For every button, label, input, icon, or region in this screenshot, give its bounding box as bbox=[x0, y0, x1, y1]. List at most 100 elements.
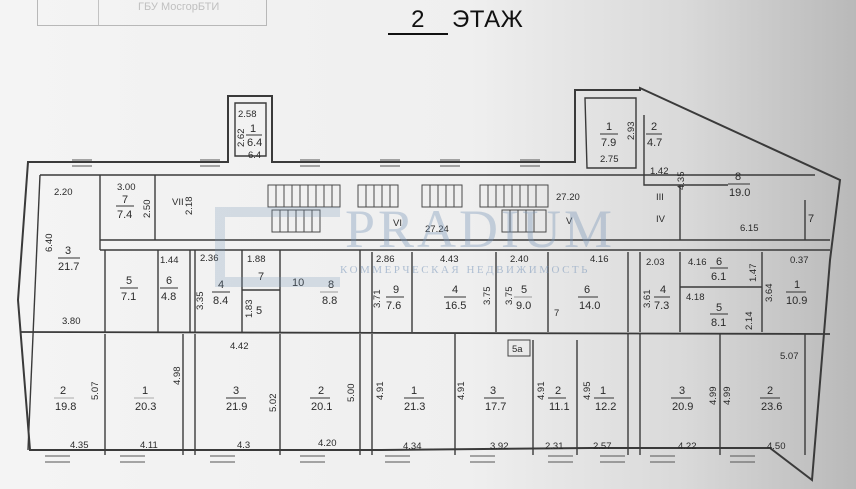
room-bot-3: 4.42 3 21.9 5.02 4.3 bbox=[226, 341, 279, 451]
svg-text:VII: VII bbox=[172, 197, 184, 208]
svg-text:6.40: 6.40 bbox=[44, 234, 55, 253]
svg-text:7.6: 7.6 bbox=[386, 300, 401, 312]
svg-text:20.1: 20.1 bbox=[311, 401, 332, 413]
room-c-5a: 5а bbox=[507, 339, 531, 357]
svg-text:5: 5 bbox=[716, 302, 722, 314]
svg-text:6: 6 bbox=[584, 284, 590, 296]
svg-text:21.3: 21.3 bbox=[404, 401, 425, 413]
svg-text:4.99: 4.99 bbox=[722, 387, 733, 406]
watermark-brand: PRADIUM bbox=[345, 199, 616, 259]
bti-stamp-box: ГБУ МосгорБТИ bbox=[37, 0, 267, 26]
svg-text:8.4: 8.4 bbox=[213, 295, 228, 307]
room-c-4: 4.43 3.75 4 16.5 bbox=[440, 254, 493, 312]
svg-text:7: 7 bbox=[122, 194, 128, 206]
svg-text:7: 7 bbox=[808, 213, 814, 225]
room-bot-1: 1 20.3 4.98 4.11 bbox=[134, 367, 183, 451]
svg-text:4: 4 bbox=[452, 284, 458, 296]
svg-text:7.1: 7.1 bbox=[121, 291, 136, 303]
svg-text:23.6: 23.6 bbox=[761, 401, 782, 413]
windows bbox=[45, 159, 755, 463]
svg-text:0.37: 0.37 bbox=[790, 255, 809, 266]
svg-text:2.36: 2.36 bbox=[200, 253, 219, 264]
svg-text:4: 4 bbox=[218, 279, 224, 291]
svg-text:5.07: 5.07 bbox=[90, 382, 101, 401]
svg-text:16.5: 16.5 bbox=[445, 300, 466, 312]
room-bot-2c: 4.91 2 11.1 2.31 bbox=[536, 382, 570, 453]
svg-text:9: 9 bbox=[393, 284, 399, 296]
svg-text:V: V bbox=[566, 216, 573, 227]
room-top-right-7: 7 bbox=[808, 213, 814, 225]
svg-text:4.34: 4.34 bbox=[403, 441, 422, 452]
svg-text:3.75: 3.75 bbox=[504, 287, 515, 306]
svg-text:3: 3 bbox=[679, 385, 685, 397]
room-top-right-1: 1 7.9 2.75 2.93 bbox=[600, 121, 637, 165]
room-c-7: 7 bbox=[554, 308, 559, 319]
svg-text:1: 1 bbox=[411, 385, 417, 397]
svg-text:5: 5 bbox=[126, 275, 132, 287]
svg-text:VI: VI bbox=[393, 218, 402, 229]
svg-text:4: 4 bbox=[660, 284, 666, 296]
svg-text:1.44: 1.44 bbox=[160, 255, 179, 266]
svg-text:4.42: 4.42 bbox=[230, 341, 249, 352]
svg-text:20.3: 20.3 bbox=[135, 401, 156, 413]
svg-text:2: 2 bbox=[767, 385, 773, 397]
room-bot-1d: 4.95 1 12.2 2.57 bbox=[582, 382, 616, 453]
svg-text:7.9: 7.9 bbox=[601, 137, 616, 149]
svg-text:4.20: 4.20 bbox=[318, 438, 337, 449]
svg-text:1.42: 1.42 bbox=[650, 166, 669, 177]
svg-text:1: 1 bbox=[600, 385, 606, 397]
room-left-6: 1.44 6 4.8 bbox=[160, 255, 179, 303]
svg-text:2.57: 2.57 bbox=[593, 441, 612, 452]
svg-text:3.71: 3.71 bbox=[372, 290, 383, 309]
svg-text:2: 2 bbox=[555, 385, 561, 397]
svg-text:2.58: 2.58 bbox=[238, 109, 257, 120]
svg-text:2.20: 2.20 bbox=[54, 187, 73, 198]
svg-text:4.98: 4.98 bbox=[172, 367, 183, 386]
room-bot-3c: 4.91 3 17.7 3.92 bbox=[456, 382, 509, 453]
room-b2-4: 2.36 3.35 4 8.4 bbox=[195, 253, 230, 310]
svg-text:10.9: 10.9 bbox=[786, 295, 807, 307]
svg-text:5: 5 bbox=[256, 305, 262, 317]
svg-text:3.80: 3.80 bbox=[62, 316, 81, 327]
svg-text:2.14: 2.14 bbox=[744, 312, 755, 331]
svg-text:1.83: 1.83 bbox=[244, 300, 255, 319]
svg-text:3.92: 3.92 bbox=[490, 441, 509, 452]
svg-text:4.8: 4.8 bbox=[161, 291, 176, 303]
svg-text:4.91: 4.91 bbox=[536, 382, 547, 401]
svg-text:19.8: 19.8 bbox=[55, 401, 76, 413]
svg-text:4.50: 4.50 bbox=[767, 441, 786, 452]
room-r-4: 2.03 3.61 4 7.3 bbox=[642, 257, 670, 312]
room-r-6: 4.16 6 6.1 1.47 bbox=[688, 256, 759, 283]
svg-text:8.1: 8.1 bbox=[711, 317, 726, 329]
svg-text:4.99: 4.99 bbox=[708, 387, 719, 406]
svg-text:3.64: 3.64 bbox=[764, 284, 775, 303]
room-r-1: 0.37 3.64 1 10.9 bbox=[764, 255, 809, 307]
svg-text:1.88: 1.88 bbox=[247, 254, 266, 265]
svg-text:3.00: 3.00 bbox=[117, 182, 136, 193]
walls bbox=[16, 86, 842, 482]
svg-text:2: 2 bbox=[651, 121, 657, 133]
svg-text:2.31: 2.31 bbox=[545, 441, 564, 452]
svg-text:1: 1 bbox=[794, 279, 800, 291]
svg-text:6.4: 6.4 bbox=[247, 137, 262, 149]
svg-text:1: 1 bbox=[250, 123, 256, 135]
svg-text:8: 8 bbox=[735, 171, 741, 183]
svg-text:3.35: 3.35 bbox=[195, 292, 206, 311]
svg-text:3.75: 3.75 bbox=[482, 287, 493, 306]
svg-text:4.35: 4.35 bbox=[676, 172, 687, 191]
svg-text:19.0: 19.0 bbox=[729, 187, 750, 199]
svg-text:5.07: 5.07 bbox=[780, 351, 799, 362]
svg-text:21.9: 21.9 bbox=[226, 401, 247, 413]
svg-text:8: 8 bbox=[328, 279, 334, 291]
room-bot-3r: 3 20.9 4.99 4.22 bbox=[671, 385, 719, 452]
svg-text:1: 1 bbox=[606, 121, 612, 133]
svg-text:4.22: 4.22 bbox=[678, 441, 697, 452]
svg-text:7: 7 bbox=[554, 308, 559, 319]
svg-text:3: 3 bbox=[233, 385, 239, 397]
room-c-6: 4.16 6 14.0 bbox=[578, 254, 609, 312]
svg-text:6: 6 bbox=[716, 256, 722, 268]
svg-text:4.95: 4.95 bbox=[582, 382, 593, 401]
svg-text:2.86: 2.86 bbox=[376, 254, 395, 265]
svg-text:6.15: 6.15 bbox=[740, 223, 759, 234]
svg-text:12.2: 12.2 bbox=[595, 401, 616, 413]
